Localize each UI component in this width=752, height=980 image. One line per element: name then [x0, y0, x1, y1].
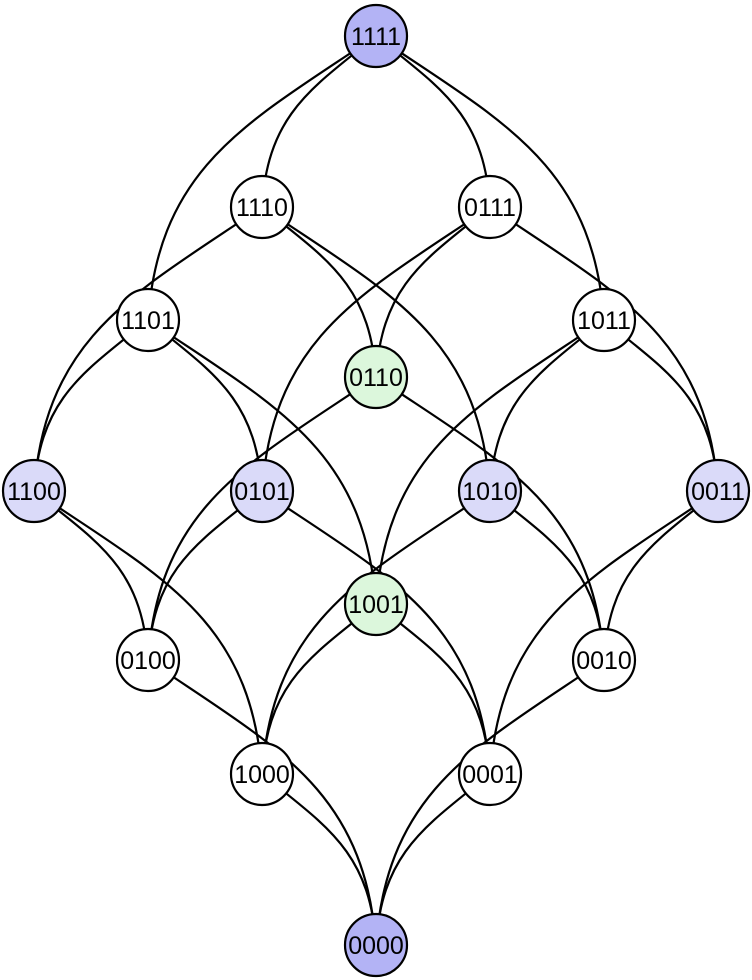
nodes-layer: 1111 1110 0111 1101 0110 1011 1100 0101 1010 0011…: [1, 3, 751, 978]
edge-0011-0001: [488, 490, 719, 775]
node-1111-label: 1111: [351, 23, 401, 51]
node-0001-circle: [457, 741, 523, 807]
node-1101-label: 1101: [121, 307, 175, 335]
edge-0111-0101: [260, 206, 491, 492]
edge-1110-1010: [261, 206, 492, 492]
edge-1111-1101: [146, 35, 377, 321]
node-1010-label: 1010: [462, 478, 518, 506]
edge-1100-1000: [33, 490, 264, 775]
node-1011-circle: [571, 287, 637, 353]
node-1101-circle: [115, 287, 181, 353]
node-0000: 0000: [343, 912, 409, 978]
node-0011-label: 0011: [691, 478, 745, 506]
node-1101: 1101: [115, 287, 181, 353]
node-0111-circle: [457, 174, 523, 240]
node-1011: 1011: [571, 287, 637, 353]
node-0100-label: 0100: [120, 647, 176, 675]
node-1001: 1001: [343, 571, 409, 637]
node-1100-label: 1100: [7, 478, 61, 506]
edge-0010-0000: [374, 659, 605, 946]
node-0110-circle: [343, 344, 409, 410]
node-1001-label: 1001: [348, 591, 404, 619]
node-0100: 0100: [115, 627, 181, 693]
node-0101: 0101: [229, 458, 295, 524]
node-0001-label: 0001: [462, 761, 518, 789]
edge-1010-1000: [260, 490, 491, 775]
edge-0100-0000: [147, 659, 378, 946]
edge-1111-1011: [375, 35, 606, 321]
node-1000-circle: [229, 741, 295, 807]
edge-0111-0011: [489, 206, 720, 492]
node-0111-label: 0111: [464, 194, 516, 222]
node-0001: 0001: [457, 741, 523, 807]
node-1110-circle: [229, 174, 295, 240]
node-1000: 1000: [229, 741, 295, 807]
node-0100-circle: [115, 627, 181, 693]
edges-layer: [32, 35, 720, 946]
node-0101-circle: [229, 458, 295, 524]
node-0010-label: 0010: [576, 647, 632, 675]
node-1010: 1010: [457, 458, 523, 524]
node-1110: 1110: [229, 174, 295, 240]
node-1000-label: 1000: [234, 761, 290, 789]
edge-0101-0001: [261, 490, 492, 775]
node-0010-circle: [571, 627, 637, 693]
node-1011-label: 1011: [577, 307, 631, 335]
node-1100: 1100: [1, 458, 67, 524]
node-0011: 0011: [685, 458, 751, 524]
node-1100-circle: [1, 458, 67, 524]
node-1111: 1111: [343, 3, 409, 69]
node-0110-label: 0110: [349, 364, 403, 392]
node-0101-label: 0101: [234, 478, 290, 506]
node-0000-label: 0000: [348, 932, 404, 960]
node-0110: 0110: [343, 344, 409, 410]
node-0011-circle: [685, 458, 751, 524]
node-0010: 0010: [571, 627, 637, 693]
edge-1110-1100: [32, 206, 263, 492]
edge-0110-0100: [146, 376, 377, 661]
edge-0110-0010: [375, 376, 606, 661]
node-1111-circle: [343, 3, 409, 69]
edge-1101-1001: [147, 319, 378, 605]
node-1001-circle: [343, 571, 409, 637]
node-1110-label: 1110: [236, 194, 288, 222]
node-0111: 0111: [457, 174, 523, 240]
node-0000-circle: [343, 912, 409, 978]
edge-1011-1001: [374, 319, 605, 605]
node-1010-circle: [457, 458, 523, 524]
